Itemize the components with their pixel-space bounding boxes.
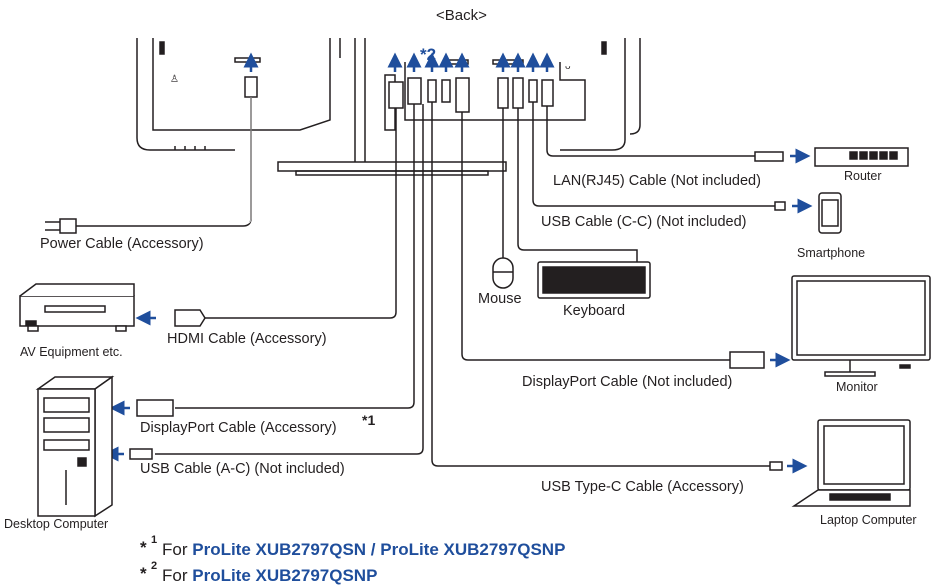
- router-label: Router: [844, 169, 882, 183]
- mouse-label: Mouse: [478, 291, 522, 307]
- keyboard-label: Keyboard: [563, 303, 626, 319]
- smartphone-device: [818, 192, 842, 234]
- mark2-label: *2: [420, 45, 437, 64]
- footnote-1-models: ProLite XUB2797QSN / ProLite XUB2797QSNP: [192, 540, 566, 559]
- dp-in-cable-label: DisplayPort Cable (Accessory): [140, 420, 337, 436]
- laptop-label: Laptop Computer: [820, 513, 917, 527]
- hdmi-cable-label: HDMI Cable (Accessory): [167, 331, 327, 347]
- av-equipment-device: [19, 283, 135, 332]
- footnote-1-prefix: For: [162, 540, 193, 559]
- device-arrows: [103, 148, 813, 474]
- laptop-device: [791, 419, 911, 507]
- end-connectors: [45, 151, 786, 471]
- footnote-2-number: 2: [151, 560, 158, 572]
- mark1-label: *1: [362, 412, 376, 428]
- desktop-device: [35, 375, 115, 518]
- footnote-2-prefix: For: [162, 566, 193, 585]
- cable-connectors: [244, 76, 554, 113]
- av-equipment-label: AV Equipment etc.: [20, 345, 123, 359]
- power-cable-label: Power Cable (Accessory): [40, 236, 204, 252]
- router-device: [814, 147, 909, 167]
- keyboard-device: [537, 261, 651, 299]
- footnote-1-star: *: [140, 538, 147, 557]
- lan-cable-label: LAN(RJ45) Cable (Not included): [553, 173, 761, 189]
- mouse-device: [492, 257, 514, 289]
- port-arrows: [243, 52, 555, 72]
- monitor-label: Monitor: [836, 380, 878, 394]
- usb-ac-cable-label: USB Cable (A-C) (Not included): [140, 461, 345, 477]
- footnote-2-models: ProLite XUB2797QSNP: [192, 566, 378, 585]
- usb-typec-cable-label: USB Type-C Cable (Accessory): [541, 479, 744, 495]
- monitor-device: [791, 275, 931, 377]
- cables: [75, 97, 775, 467]
- dp-out-cable-label: DisplayPort Cable (Not included): [522, 374, 733, 390]
- smartphone-label: Smartphone: [797, 246, 866, 260]
- svg-text:ᴗ: ᴗ: [565, 61, 571, 72]
- diagram-title: <Back>: [436, 7, 487, 24]
- desktop-label: Desktop Computer: [4, 517, 109, 531]
- usb-cc-cable-label: USB Cable (C-C) (Not included): [541, 214, 747, 230]
- footnote-2-star: *: [140, 564, 147, 583]
- svg-text:♙: ♙: [170, 74, 179, 85]
- footnote-1-number: 1: [151, 534, 158, 546]
